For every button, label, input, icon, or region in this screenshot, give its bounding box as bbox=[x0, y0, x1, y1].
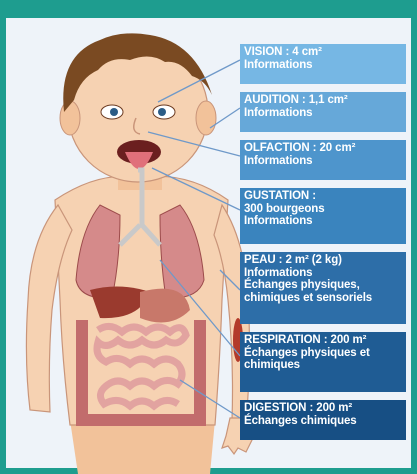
left-ear bbox=[60, 101, 80, 135]
label-olfaction-title: OLFACTION : 20 cm² bbox=[244, 142, 402, 155]
label-digestion: DIGESTION : 200 m² Échanges chimiques bbox=[240, 400, 406, 440]
label-respiration-exchanges-2: chimiques bbox=[244, 359, 402, 372]
label-olfaction-info: Informations bbox=[244, 155, 402, 168]
label-peau: PEAU : 2 m² (2 kg) Informations Échanges… bbox=[240, 252, 406, 324]
label-audition-info: Informations bbox=[244, 107, 402, 120]
label-digestion-title: DIGESTION : 200 m² bbox=[244, 402, 402, 415]
label-olfaction: OLFACTION : 20 cm² Informations bbox=[240, 140, 406, 180]
left-pupil bbox=[110, 108, 118, 116]
label-vision-title: VISION : 4 cm² bbox=[244, 46, 402, 59]
label-vision: VISION : 4 cm² Informations bbox=[240, 44, 406, 84]
label-gustation-title: GUSTATION : bbox=[244, 190, 402, 203]
label-gustation-count: 300 bourgeons bbox=[244, 203, 402, 216]
right-pupil bbox=[158, 108, 166, 116]
label-gustation-info: Informations bbox=[244, 215, 402, 228]
torso-bottom bbox=[70, 420, 215, 474]
label-gustation: GUSTATION : 300 bourgeons Informations bbox=[240, 188, 406, 244]
label-digestion-exchanges: Échanges chimiques bbox=[244, 415, 402, 428]
label-peau-exchanges-2: chimiques et sensoriels bbox=[244, 292, 402, 305]
label-peau-exchanges: Échanges physiques, bbox=[244, 279, 402, 292]
label-respiration-exchanges: Échanges physiques et bbox=[244, 347, 402, 360]
label-peau-title: PEAU : 2 m² (2 kg) bbox=[244, 254, 402, 267]
label-audition-title: AUDITION : 1,1 cm² bbox=[244, 94, 402, 107]
label-vision-info: Informations bbox=[244, 59, 402, 72]
right-ear bbox=[196, 101, 216, 135]
label-audition: AUDITION : 1,1 cm² Informations bbox=[240, 92, 406, 132]
label-respiration: RESPIRATION : 200 m² Échanges physiques … bbox=[240, 332, 406, 392]
label-respiration-title: RESPIRATION : 200 m² bbox=[244, 334, 402, 347]
label-peau-info: Informations bbox=[244, 267, 402, 280]
